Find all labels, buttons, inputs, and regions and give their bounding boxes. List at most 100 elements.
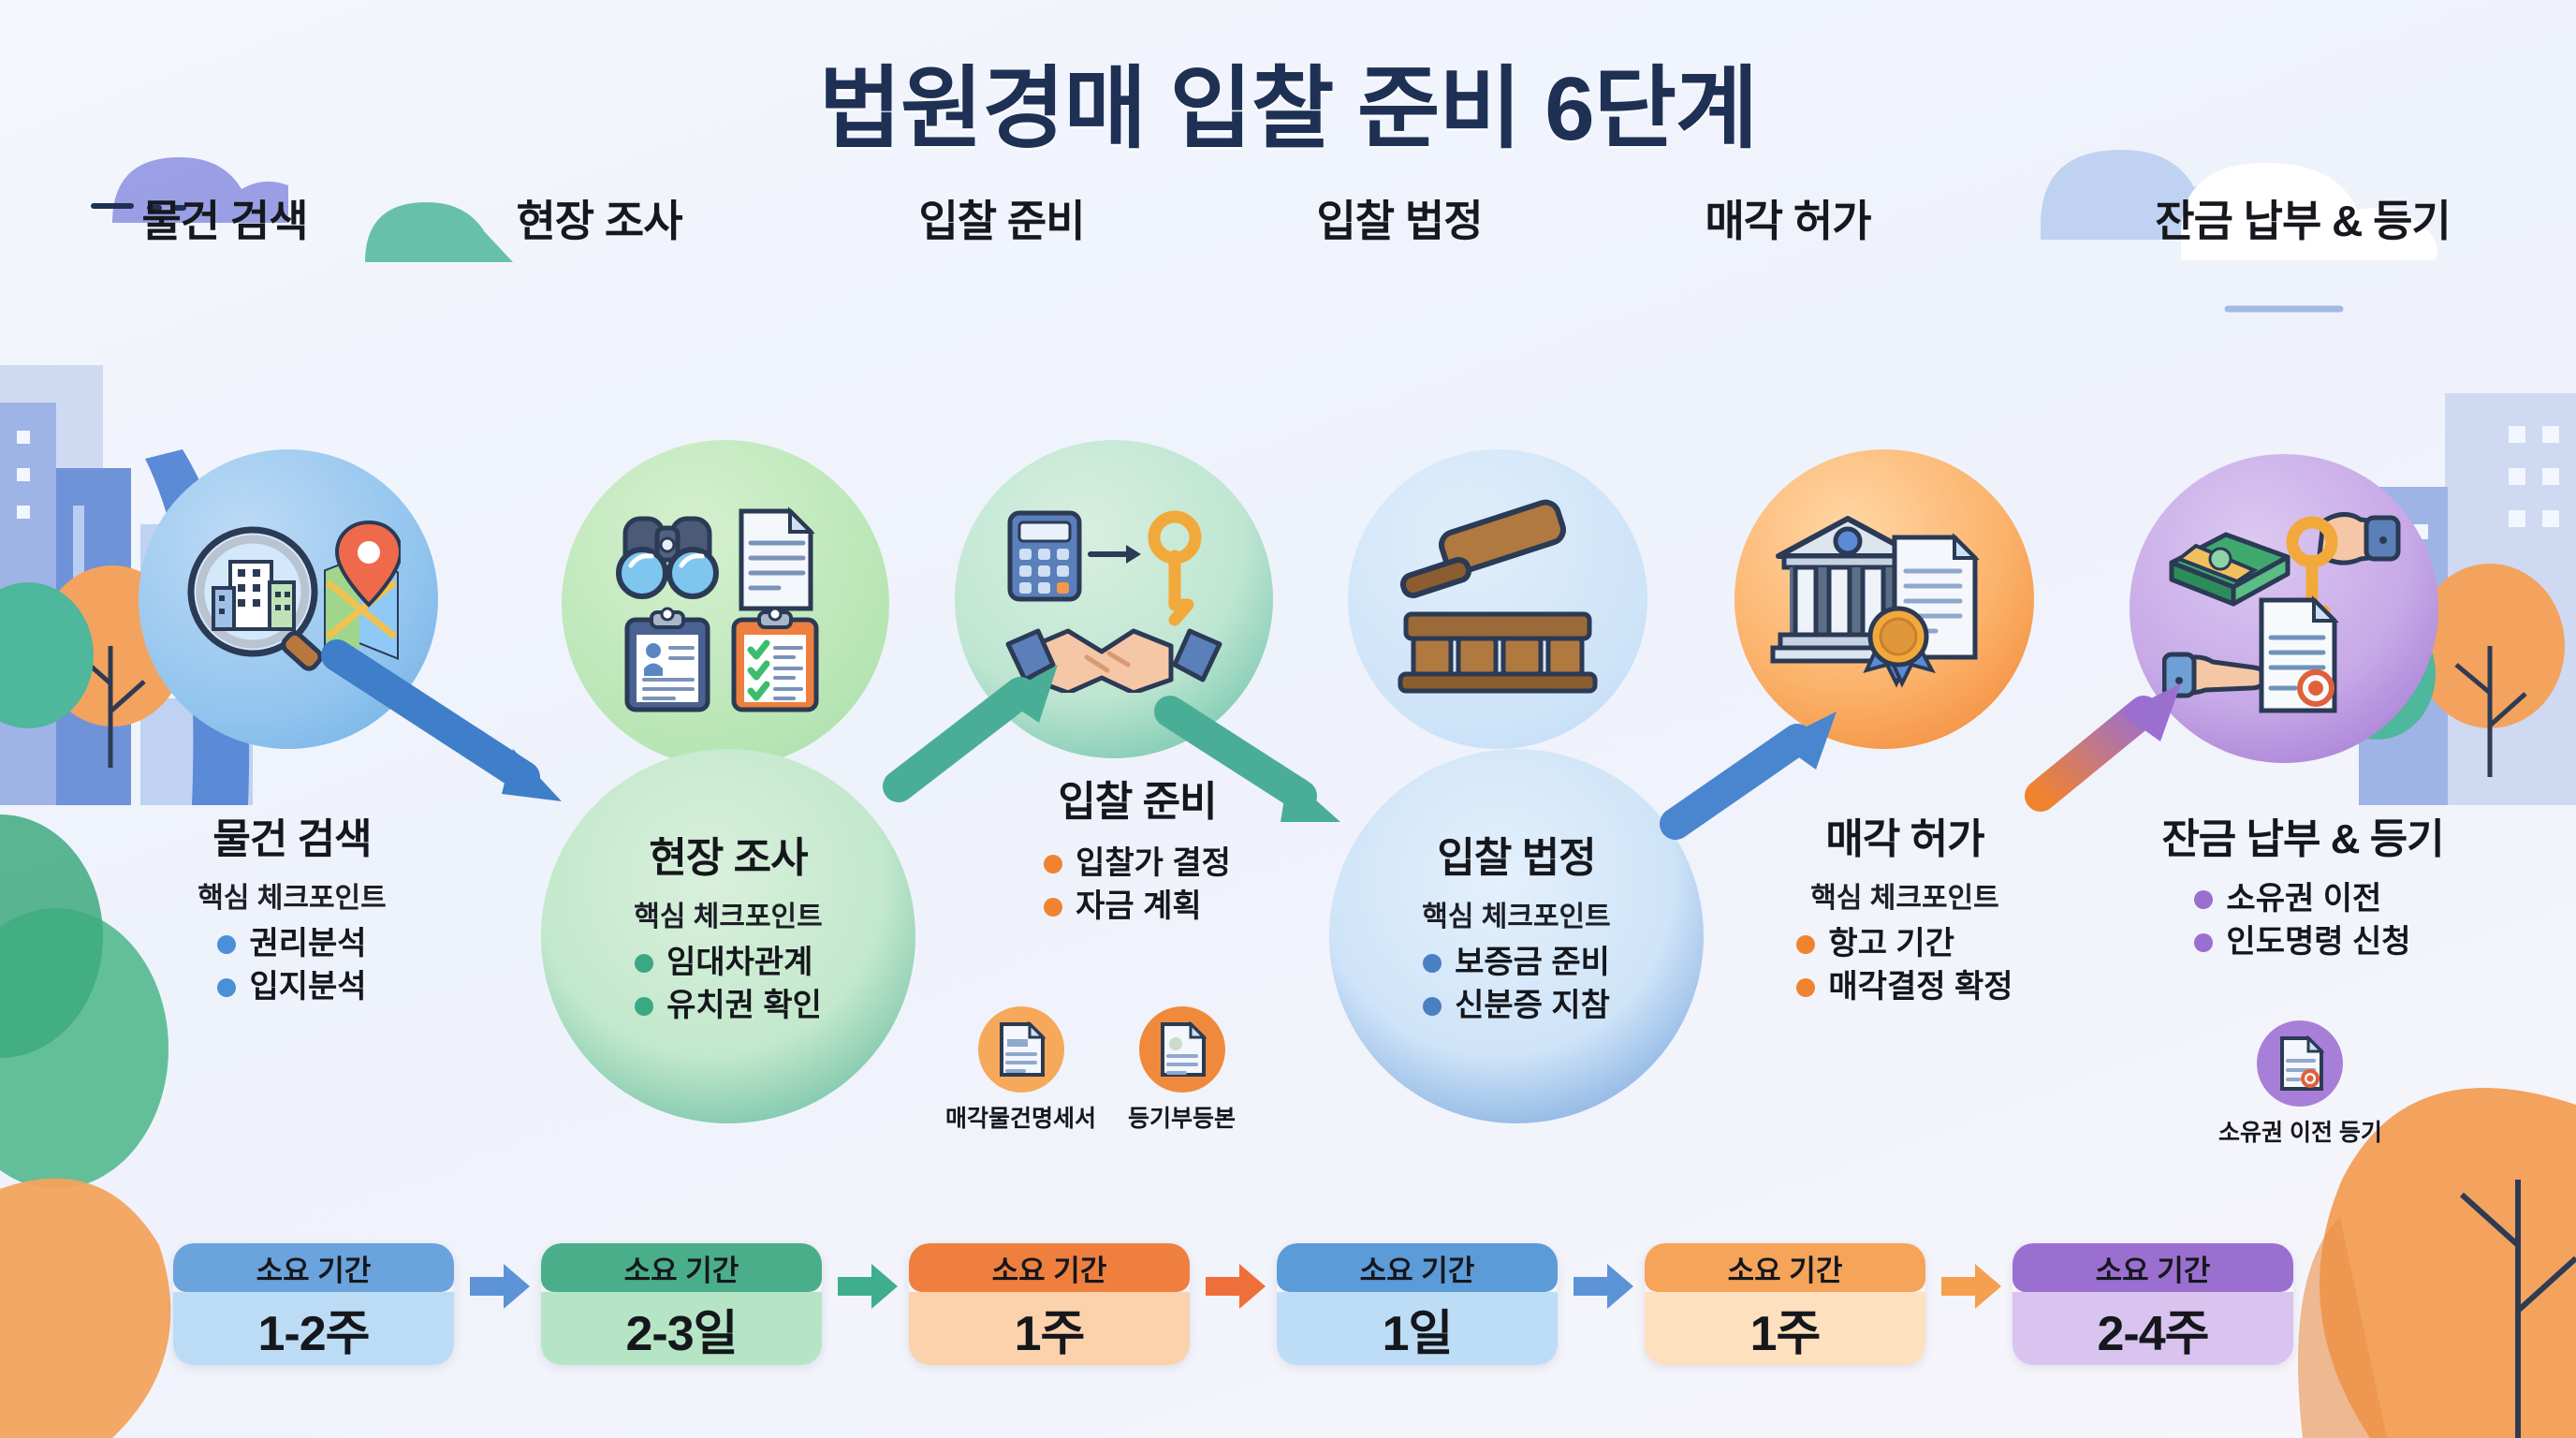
duration-card-1: 소요 기간 1-2주 [173,1243,454,1365]
step-6-top-label: 잔금 납부 & 등기 [2155,197,2451,245]
bullet-dot-icon [1423,996,1442,1016]
flow-connectors [321,639,2181,840]
duration-card-4: 소요 기간 1일 [1277,1243,1558,1365]
step-2-icon-circle [562,440,889,768]
step-3-bullet-1: 입찰가 결정 [1044,843,1231,886]
step-3-chip-2-caption: 등기부등본 [1128,1106,1237,1132]
step-3-body-title: 입찰 준비 [1058,779,1217,825]
calculator-icon [1007,510,1082,602]
auction-court-icons [1398,499,1598,694]
duration-arrow-2 [838,1264,898,1309]
step-5-subtitle: 핵심 체크포인트 [1810,883,1999,914]
binoculars-icon [616,516,719,599]
step-6-bullet-1-label: 소유권 이전 [2226,881,2382,917]
bullet-dot-icon [1796,977,1816,997]
connector-2-3 [883,665,1058,802]
step-4-body: 입찰 법정 핵심 체크포인트 보증금 준비 신분증 지참 [1301,824,1732,1028]
cash-stack-icon [2169,532,2291,607]
step-3-bullet-2-label: 자금 계획 [1076,888,1202,924]
step-6-chip-1-caption: 소유권 이전 등기 [2218,1120,2382,1146]
step-4-icon-circle [1348,449,1647,749]
step-6-document-chips: 소유권 이전 등기 [2218,1020,2382,1148]
connector-4-5 [1660,712,1837,840]
step-2-body-title: 현장 조사 [649,835,808,881]
step-6-icon-circle [2130,454,2438,763]
bid-prep-icons [1005,510,1222,693]
bullet-dot-icon [635,996,654,1016]
step-6-bullet-1: 소유권 이전 [2194,878,2410,921]
step-5-icon-circle [1734,449,2034,749]
step-1-body: 물건 검색 핵심 체크포인트 권리분석 입지분석 [77,805,507,1009]
step-1-bullet-2-label: 입지분석 [249,968,367,1005]
duration-5-caption: 소요 기간 [1645,1243,1925,1292]
bullet-dot-icon [635,953,654,973]
document-icon [739,506,815,611]
duration-1-caption: 소요 기간 [173,1243,454,1292]
duration-1-value: 1-2주 [173,1292,454,1365]
step-3-chip-1: 매각물건명세서 [945,1006,1096,1134]
courthouse-certificate-icon [1770,516,1980,688]
court-bench-icon [1398,611,1598,694]
key-icon [1148,510,1202,626]
step-1-top-label: 물건 검색 [141,197,308,245]
step-6-bullet-2: 인도명령 신청 [2194,921,2411,964]
duration-4-value: 1일 [1277,1292,1558,1365]
connector-5-6 [2025,683,2181,812]
duration-card-3: 소요 기간 1주 [909,1243,1190,1365]
step-1-body-title: 물건 검색 [212,816,372,862]
step-2-bullet-2-label: 유치권 확인 [666,987,822,1023]
bullet-dot-icon [2194,889,2214,909]
deed-stamp-icon [2257,1020,2344,1107]
duration-2-value: 2-3일 [541,1292,822,1365]
duration-2-caption: 소요 기간 [541,1243,822,1292]
gavel-icon [1399,499,1566,598]
step-6-body-title: 잔금 납부 & 등기 [2161,816,2444,862]
step-5-bullet-1: 항고 기간 [1796,923,2012,966]
step-6-bullets: 소유권 이전 인도명령 신청 [2194,878,2411,964]
magnifier-building-icon [187,520,401,671]
step-6-body: 잔금 납부 & 등기 소유권 이전 인도명령 신청 [2087,805,2518,964]
step-2-top-label: 현장 조사 [516,197,682,245]
step-3-body: 입찰 준비 입찰가 결정 자금 계획 [922,768,1353,929]
step-3-top-label: 입찰 준비 [918,197,1085,245]
step-5-body-title: 매각 허가 [1825,816,1984,862]
step-2-bullet-2: 유치권 확인 [635,985,822,1028]
step-4-body-title: 입찰 법정 [1437,835,1596,881]
step-1-bullet-1: 권리분석 [217,923,367,966]
duration-5-value: 1주 [1645,1292,1925,1365]
document-lines-icon [977,1006,1064,1093]
step-4-bullet-1: 보증금 준비 [1423,942,1610,985]
step-2-bullets: 임대차관계 유치권 확인 [635,942,822,1028]
step-5-bullets: 항고 기간 매각결정 확정 [1796,923,2013,1009]
step-2-bubble [541,749,915,1123]
step-4-top-label: 입찰 법정 [1316,197,1483,245]
bullet-dot-icon [2194,932,2214,952]
bullet-dot-icon [217,934,237,954]
bullet-dot-icon [1423,953,1442,973]
step-3-document-chips: 매각물건명세서 등기부등본 [945,1006,1236,1134]
step-2-subtitle: 핵심 체크포인트 [634,902,823,932]
step-1-bullet-2: 입지분석 [217,966,367,1009]
bullet-dot-icon [1796,934,1816,954]
bullet-dot-icon [217,977,237,997]
duration-arrow-1 [470,1264,530,1309]
step-6-bullet-2-label: 인도명령 신청 [2226,923,2411,960]
step-6-chip-1: 소유권 이전 등기 [2218,1020,2382,1148]
duration-arrow-5 [1941,1264,2001,1309]
duration-4-caption: 소요 기간 [1277,1243,1558,1292]
step-3-bullets: 입찰가 결정 자금 계획 [1044,843,1231,929]
step-3-chip-1-caption: 매각물건명세서 [945,1106,1097,1132]
duration-3-caption: 소요 기간 [909,1243,1190,1292]
duration-6-caption: 소요 기간 [2012,1243,2293,1292]
connector-3-4 [1154,696,1340,822]
step-2-bullet-1-label: 임대차관계 [666,945,813,980]
step-4-bubble [1329,749,1704,1123]
step-5-body: 매각 허가 핵심 체크포인트 항고 기간 매각결정 확정 [1690,805,2120,1009]
duration-arrow-3 [1206,1264,1266,1309]
bullet-dot-icon [1044,854,1063,873]
step-4-bullet-2-label: 신분증 지참 [1455,987,1610,1023]
step-column-6: 잔금 납부 & 등기 [2059,187,2546,249]
step-5-bullet-2: 매각결정 확정 [1796,966,2013,1009]
payment-registration-icons [2162,512,2401,713]
